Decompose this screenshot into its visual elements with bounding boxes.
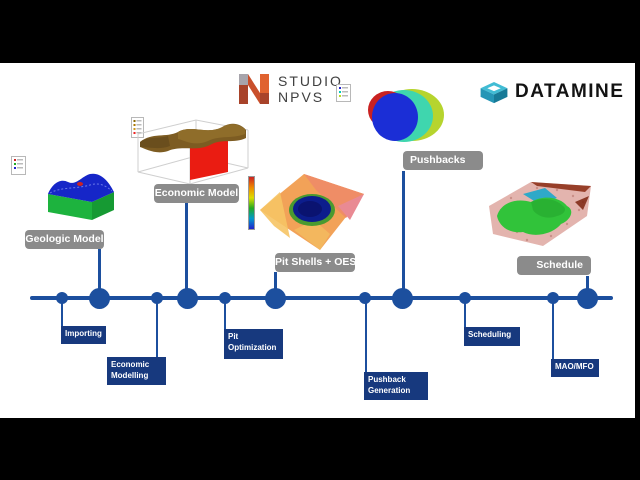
connector-pit-optimization [224,300,226,330]
stage-box-pushback-generation: Pushback Generation [364,372,428,400]
studio-wordmark-line1: STUDIO [278,73,343,89]
stage-box-economic-modelling: Economic Modelling [107,357,166,385]
stage-box-pit-optimization: Pit Optimization [224,329,283,359]
studio-wordmark-line2: NPVS [278,89,325,105]
connector-economic-modelling [156,300,158,358]
economic-model-image [137,119,249,185]
studio-npvs-wordmark: STUDIO NPVS [278,73,343,105]
timeline-node-pushbacks [392,288,413,309]
timeline-node-scheduling [459,292,471,304]
milestone-label-economic-model: Economic Model [154,184,239,203]
timeline-node-geologic-model [89,288,110,309]
timeline-node-economic-model [177,288,198,309]
timeline-node-schedule [577,288,598,309]
stage-box-mao-mfo: MAO/MFO [551,359,599,377]
legend-panel-icon [336,84,351,102]
timeline-node-pit-optimization [219,292,231,304]
schedule-image [489,182,591,246]
connector-scheduling [464,300,466,328]
connector-importing [61,300,63,327]
stage-box-scheduling: Scheduling [464,327,520,346]
timeline-node-importing [56,292,68,304]
stage-box-importing: Importing [61,326,106,344]
milestone-label-geologic-model: Geologic Model [25,230,104,249]
pushbacks-image [368,89,444,142]
timeline-node-pit-shells [265,288,286,309]
datamine-diamond-icon [480,82,508,104]
milestone-label-schedule: Schedule [517,256,591,275]
datamine-wordmark: DATAMINE [515,81,625,102]
timeline-node-economic-modelling [151,292,163,304]
pit-shells-image [260,174,364,250]
connector-pushbacks [402,171,405,296]
connector-geologic-model [98,249,101,296]
connector-economic-model [185,203,188,296]
geologic-model-image [48,173,114,220]
timeline-node-pushback-generation [359,292,371,304]
connector-mao-mfo [552,300,554,360]
connector-schedule [586,276,589,296]
legend-panel-icon [11,156,26,175]
connector-pit-shells [274,272,277,296]
connector-pushback-generation [365,300,367,373]
milestone-label-pushbacks: Pushbacks [403,151,483,170]
timeline-node-mao-mfo [547,292,559,304]
studio-npvs-logo-icon [239,74,269,104]
color-scale-icon [248,176,255,230]
milestone-label-pit-shells-oes: Pit Shells + OES [275,253,356,272]
timeline-axis [30,296,613,300]
